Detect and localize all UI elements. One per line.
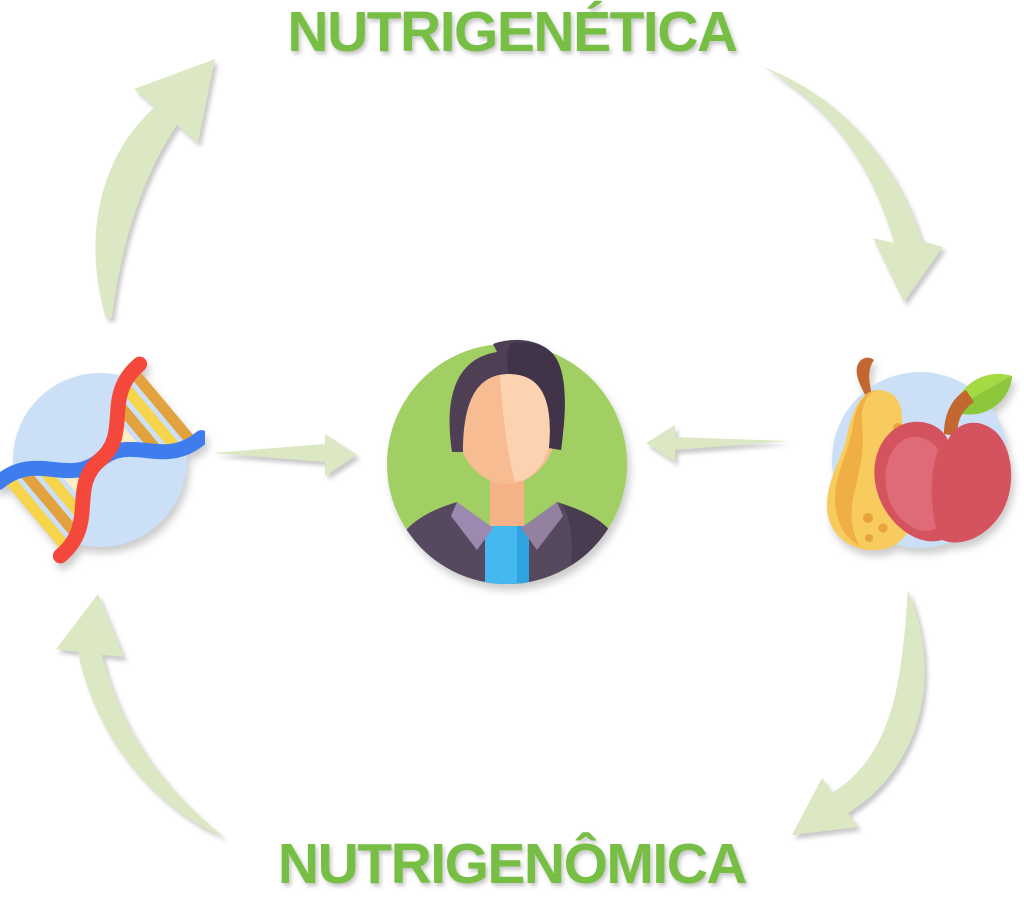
- person-collar-right: [521, 502, 563, 550]
- pear-dot: [865, 534, 873, 542]
- person-face-highlight: [499, 364, 553, 482]
- title-nutrigenomica: NUTRIGENÔMICA: [277, 832, 748, 896]
- arrow-nutrigenetica-to-food-icon: [763, 67, 943, 302]
- pear-shade: [835, 390, 878, 546]
- dna-rung: [20, 469, 79, 536]
- arrow-dna-to-nutrigenetica-icon: [95, 59, 215, 318]
- apple-stem: [944, 390, 974, 436]
- arrow-dna-to-person-icon: [212, 434, 357, 476]
- dna-strand-red: [52, 356, 148, 564]
- person-hair-shade: [507, 342, 565, 450]
- person-avatar-icon: [387, 339, 627, 584]
- pear-apple-icon: [826, 357, 1012, 551]
- person-shirt-shade: [517, 526, 529, 584]
- dna-rung: [40, 468, 83, 516]
- pear-dot: [863, 513, 873, 523]
- dna-rung: [129, 368, 197, 447]
- title-nutrigenetica: NUTRIGENÉTICA: [287, 0, 738, 64]
- arrow-food-to-person-icon: [646, 425, 788, 462]
- pear-stem: [856, 357, 874, 397]
- apple-highlight: [885, 436, 938, 532]
- dna-rung: [121, 384, 180, 451]
- person-collar-left: [451, 502, 493, 550]
- dna-rung: [3, 473, 71, 552]
- pear-dot: [878, 523, 888, 533]
- arrow-nutrigenomica-to-dna-icon: [56, 594, 225, 838]
- arrow-food-to-nutrigenomica-icon: [792, 590, 925, 835]
- dna-helix-icon: [0, 356, 205, 564]
- dna-rung: [117, 404, 160, 452]
